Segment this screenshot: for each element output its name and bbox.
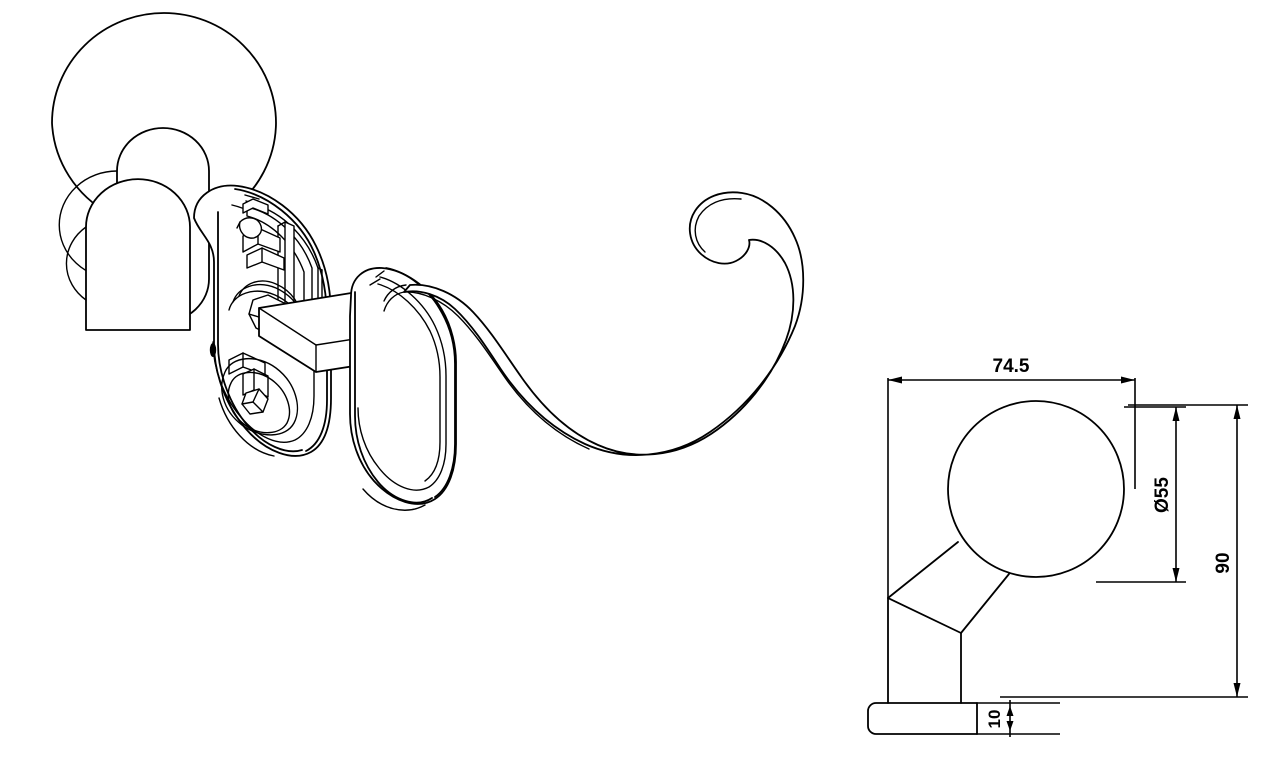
lever-neck — [383, 284, 407, 312]
side-elevation-view — [867, 400, 1125, 735]
dimension-label-width: 74.5 — [993, 356, 1030, 377]
dimension-overall-height: 90 — [1000, 404, 1248, 698]
knob-circle — [947, 400, 1125, 578]
dimension-width: 74.5 — [887, 356, 1136, 598]
dimension-label-knob-diameter: Ø55 — [1152, 477, 1173, 513]
dimension-label-rose-thickness: 10 — [985, 710, 1004, 729]
rose-base-plate — [867, 702, 978, 735]
dimension-rose-thickness: 10 — [977, 700, 1060, 737]
lever-arm — [403, 191, 805, 456]
isometric-view — [51, 12, 805, 511]
dimension-label-overall-height: 90 — [1213, 552, 1234, 573]
rear-lever-neck — [58, 127, 210, 331]
dimension-knob-diameter: Ø55 — [1096, 406, 1186, 583]
front-rose-plate — [349, 267, 457, 511]
rose-fixing-hole — [209, 343, 217, 357]
keyhole-cam — [221, 357, 299, 436]
dimension-annotations: 74.5 Ø55 90 — [887, 356, 1248, 737]
lever-neck-profile — [887, 541, 1010, 634]
